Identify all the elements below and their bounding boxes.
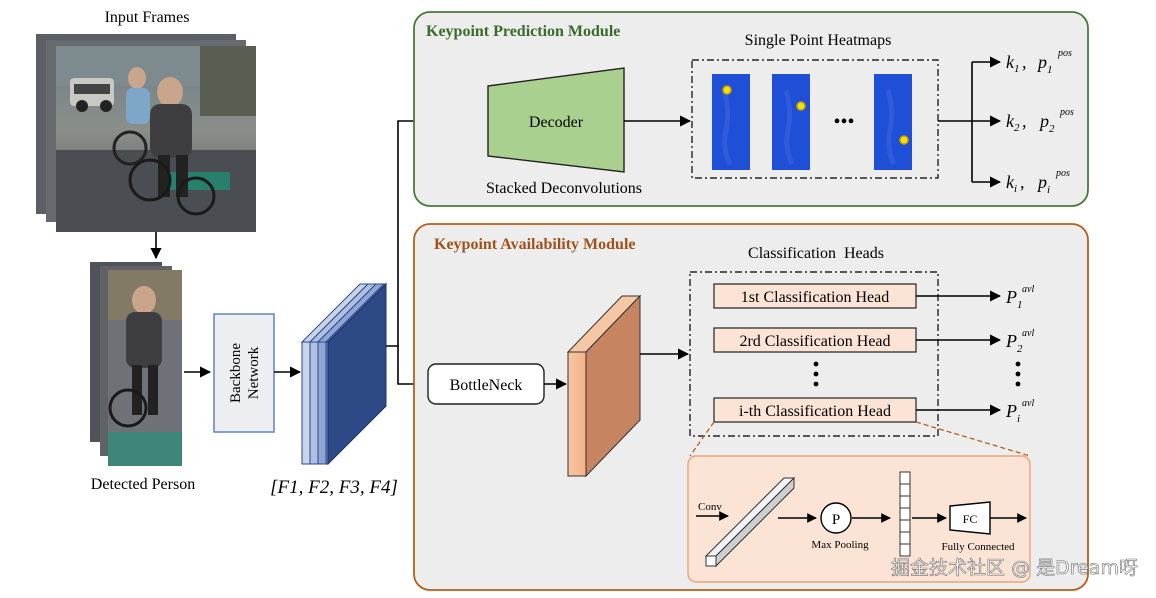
- svg-text:avl: avl: [1022, 328, 1034, 339]
- detected-person-photo: [108, 270, 182, 466]
- heatmaps-ellipsis: •••: [833, 111, 854, 133]
- svg-text:avl: avl: [1022, 284, 1034, 295]
- svg-text:p2: p2: [1038, 111, 1055, 135]
- max-pooling-label: Max Pooling: [811, 539, 869, 551]
- classification-head-i-label: i-th Classification Head: [739, 403, 891, 420]
- max-pooling-node: [820, 502, 852, 534]
- svg-text:,: ,: [1022, 111, 1027, 131]
- max-pooling-symbol: P: [832, 512, 840, 528]
- svg-text:,: ,: [1020, 172, 1025, 192]
- detail-conv-label: Conv: [698, 501, 722, 513]
- svg-text:Network: Network: [246, 346, 262, 399]
- decoder-label: Decoder: [529, 114, 584, 131]
- heatmap-2: [772, 74, 810, 170]
- classification-head-1: [713, 283, 917, 309]
- svg-text:Pi: Pi: [1005, 401, 1020, 425]
- fully-connected-block: [949, 501, 991, 535]
- heatmaps-title: Single Point Heatmaps: [745, 32, 892, 49]
- classification-head-detail-panel: [687, 455, 1031, 583]
- watermark: 掘金技术社区 @ 是Dream呀: [891, 557, 1138, 579]
- flattened-vector: [899, 471, 911, 557]
- detected-person-stack: [90, 262, 182, 466]
- svg-text:P1: P1: [1005, 287, 1023, 311]
- prediction-output-2: k2 , p2 pos: [1006, 107, 1074, 135]
- classification-head-2: [713, 327, 917, 353]
- classification-head-1-label: 1st Classification Head: [741, 289, 889, 306]
- zoom-guide-right: [915, 421, 1031, 457]
- heatmaps-group: [691, 59, 939, 179]
- prediction-module-title: Keypoint Prediction Module: [426, 23, 620, 40]
- svg-text:Backbone: Backbone: [228, 343, 244, 403]
- bottleneck-label: BottleNeck: [450, 377, 523, 394]
- decoder-block: [487, 67, 625, 173]
- feature-map-stack: [300, 282, 388, 466]
- classification-head-i: [713, 397, 917, 423]
- svg-text:p1: p1: [1036, 52, 1053, 76]
- svg-text:P2: P2: [1005, 331, 1023, 355]
- svg-text:pos: pos: [1059, 107, 1074, 118]
- classification-heads-vertical-ellipsis: [813, 361, 819, 387]
- svg-text:pos: pos: [1057, 48, 1072, 59]
- input-frames-title: Input Frames: [105, 9, 190, 26]
- svg-text:k2: k2: [1006, 111, 1020, 134]
- svg-text:pi: pi: [1036, 172, 1050, 196]
- input-frame-photo: [56, 46, 256, 232]
- svg-text:ki: ki: [1006, 172, 1017, 195]
- zoom-guide-left: [689, 421, 715, 457]
- classification-heads-title: Classification Heads: [748, 245, 884, 262]
- classification-head-2-label: 2rd Classification Head: [739, 333, 890, 350]
- detail-conv-bar: [704, 476, 796, 568]
- bottleneck-feature-block: [566, 294, 642, 478]
- fc-symbol: FC: [963, 512, 978, 526]
- detected-person-label: Detected Person: [91, 476, 195, 493]
- stacked-deconvolutions-label: Stacked Deconvolutions: [486, 180, 642, 197]
- prediction-output-i: ki , pi pos: [1006, 168, 1070, 196]
- availability-outputs-vertical-ellipsis: [1015, 361, 1021, 387]
- backbone-label: Backbone Network: [228, 343, 262, 403]
- heatmap-1: [712, 74, 750, 170]
- feature-maps-label: [F1, F2, F3, F4]: [270, 477, 398, 498]
- svg-text:pos: pos: [1055, 168, 1070, 179]
- availability-module-title: Keypoint Availability Module: [434, 236, 636, 253]
- heatmap-i: [874, 74, 912, 170]
- classification-heads-group: [689, 271, 939, 437]
- input-frames-stack: [36, 34, 256, 232]
- svg-text:k1: k1: [1006, 52, 1020, 75]
- fully-connected-label: Fully Connected: [941, 541, 1015, 553]
- availability-output-i: Pi avl: [1005, 398, 1034, 425]
- svg-text:,: ,: [1022, 52, 1027, 72]
- backbone-network-box: [213, 313, 275, 433]
- availability-output-1: P1 avl: [1005, 284, 1034, 311]
- svg-text:avl: avl: [1022, 398, 1034, 409]
- availability-output-2: P2 avl: [1005, 328, 1034, 355]
- prediction-output-1: k1 , p1 pos: [1006, 48, 1072, 76]
